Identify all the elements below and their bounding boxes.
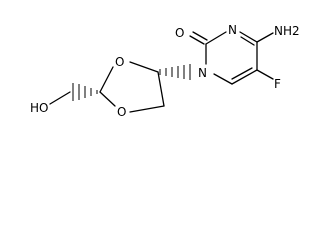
atom-ring-oxygen-3: O — [117, 105, 126, 119]
bond-ch2-oh — [49, 91, 71, 105]
pyrimidine-ring — [205, 31, 258, 85]
atom-n1: N — [198, 66, 207, 80]
bond-c5-f — [256, 69, 274, 80]
bond-c6-n1 — [213, 73, 233, 85]
atom-amino: NH2 — [274, 24, 300, 38]
bond-c5-c6 — [231, 69, 258, 85]
bond-c5-c6-inner — [231, 67, 253, 80]
atom-fluorine: F — [274, 77, 281, 91]
stereo-bond-c4-n1 — [159, 64, 191, 80]
dioxolane-ring — [99, 61, 165, 113]
bond-c2-o3 — [99, 66, 114, 93]
bond-c2-o-double-a — [189, 35, 205, 45]
bond-c2-n3 — [205, 31, 227, 45]
atom-carbonyl-oxygen: O — [175, 26, 184, 40]
atom-hydroxyl: HO — [30, 101, 48, 115]
bond-o3-c4 — [129, 61, 159, 73]
atom-ring-oxygen-1: O — [115, 55, 124, 69]
bond-n3-c4-inner — [240, 36, 255, 46]
substituent-bonds — [189, 31, 274, 80]
bond-n3-c4 — [239, 31, 258, 43]
bond-c4-nh2 — [256, 32, 274, 43]
bond-c5-o1 — [129, 105, 165, 113]
atom-n3: N — [228, 23, 237, 37]
bond-c4-c5-dioxolane — [157, 71, 165, 107]
molecule-diagram: O N NH2 N F O O HO — [30, 23, 300, 119]
stereo-bond-c2-ch2 — [72, 83, 98, 101]
bond-o1-c2 — [99, 91, 116, 107]
bond-c2-o-double-b — [192, 31, 208, 41]
